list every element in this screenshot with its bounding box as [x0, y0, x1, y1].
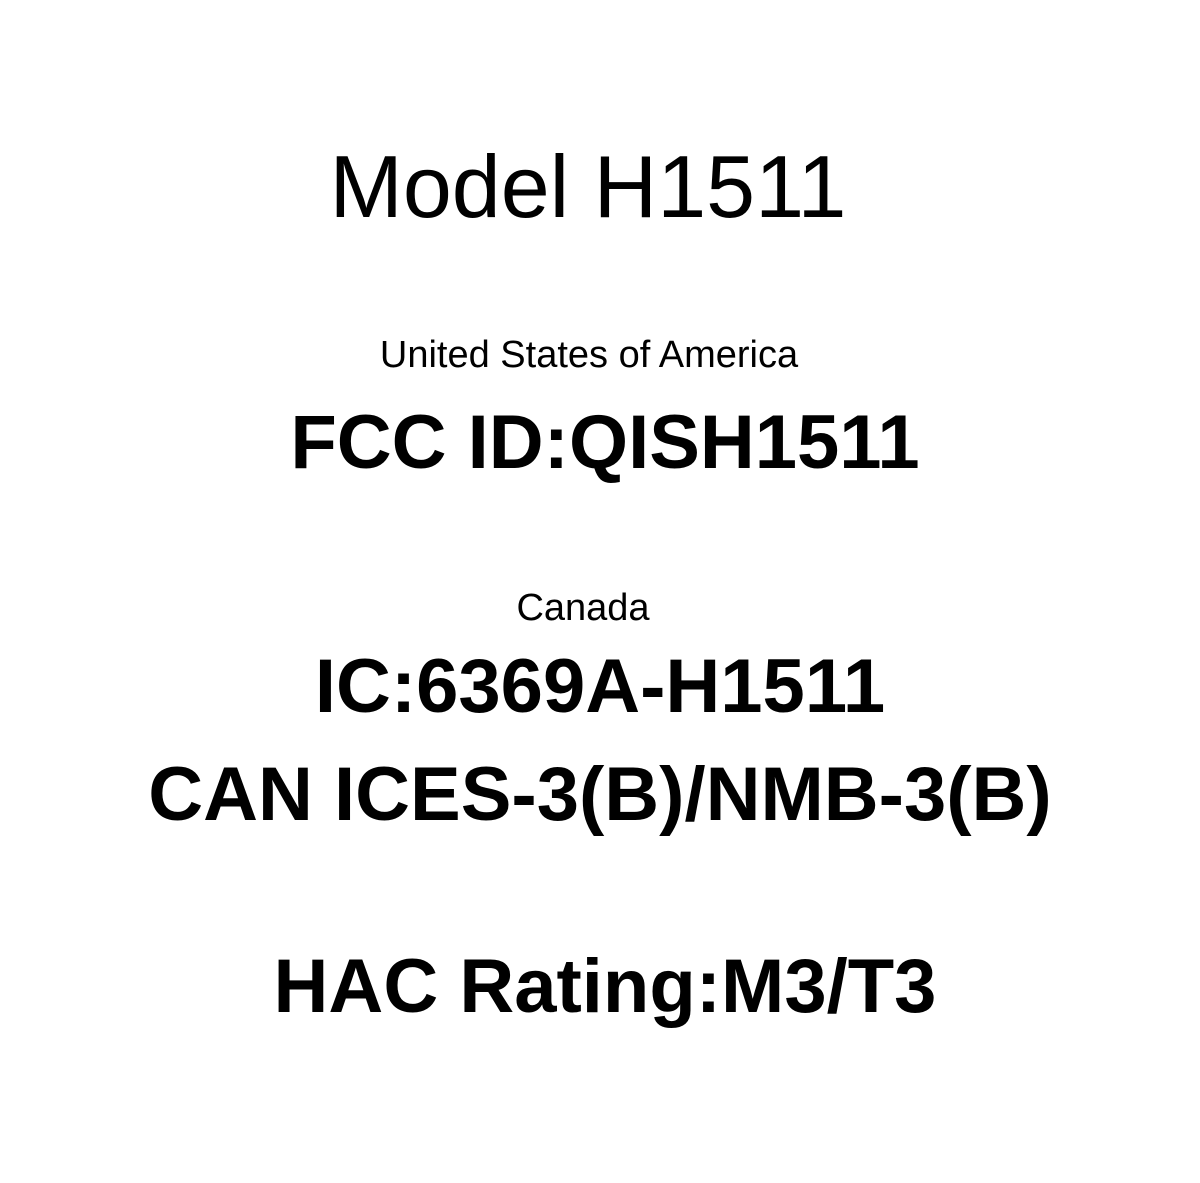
usa-region-label: United States of America: [379, 334, 799, 376]
hac-rating: HAC Rating:M3/T3: [273, 944, 937, 1029]
model-title: Model H1511: [329, 137, 847, 236]
ic-id: IC:6369A-H1511: [314, 644, 886, 729]
canada-region-label: Canada: [516, 587, 650, 629]
fcc-id: FCC ID:QISH1511: [290, 400, 920, 485]
ices-compliance: CAN ICES-3(B)/NMB-3(B): [148, 752, 1052, 837]
